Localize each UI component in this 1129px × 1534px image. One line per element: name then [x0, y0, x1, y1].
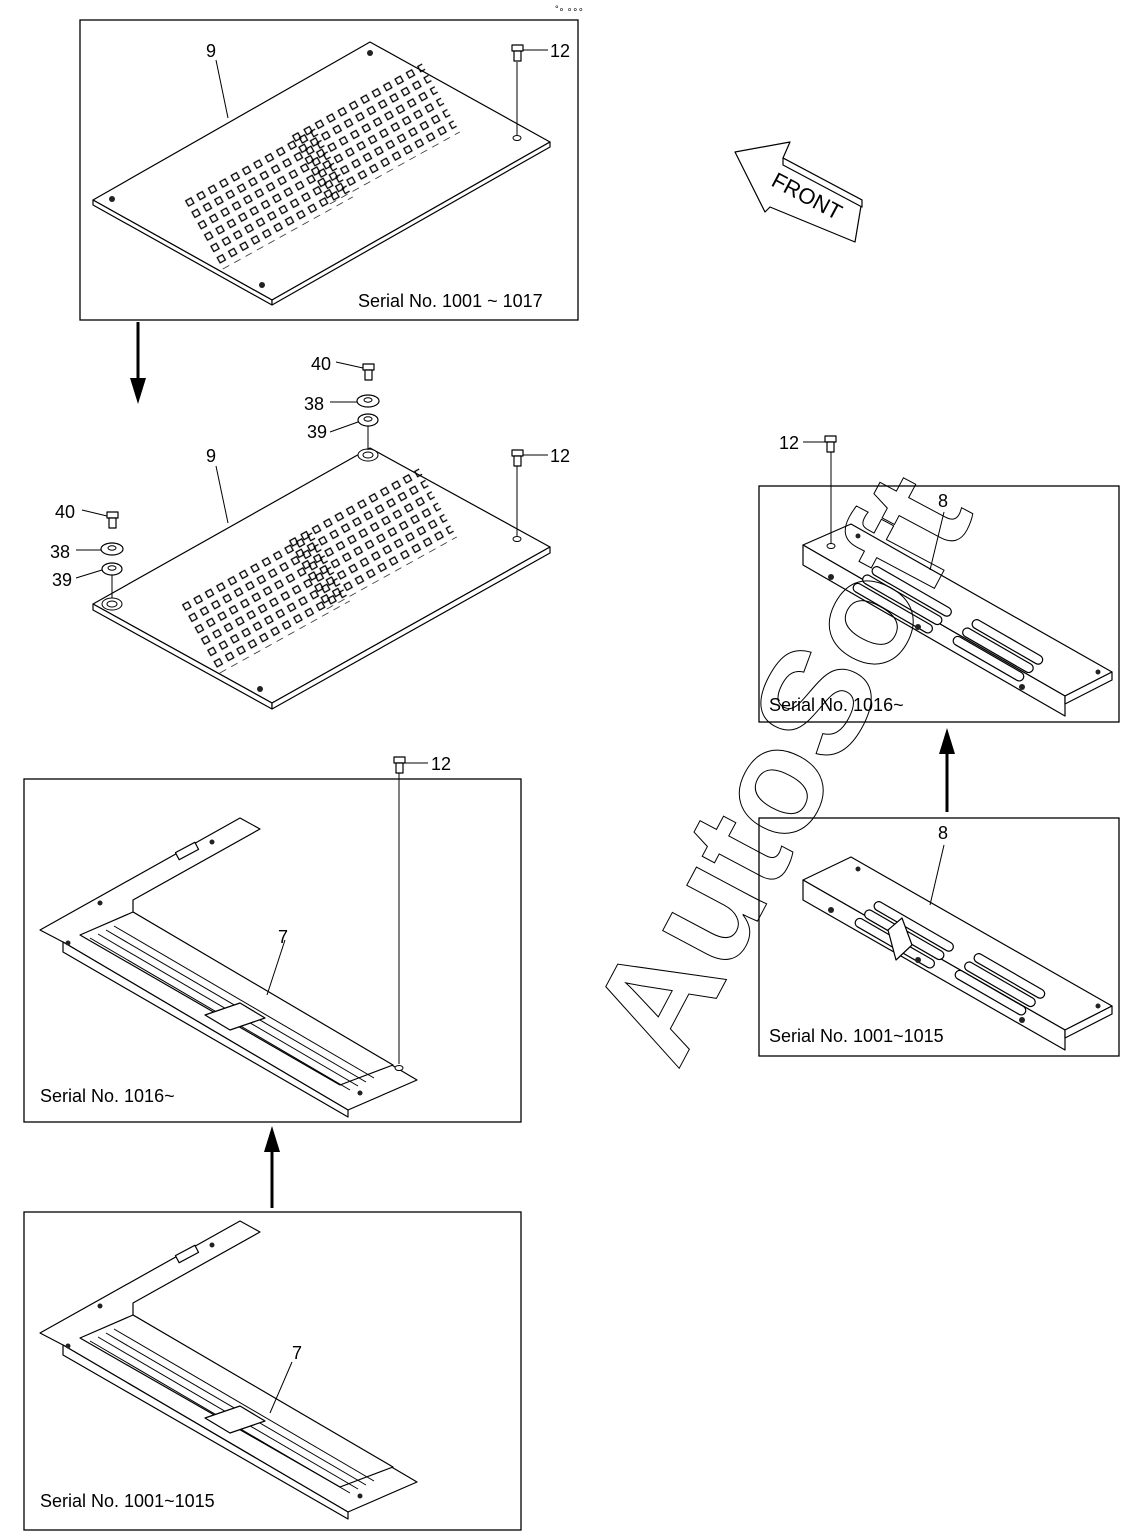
- callout-40-left: 40: [55, 502, 75, 522]
- bolt-12-top: [511, 44, 548, 135]
- callout-8-lower: 8: [938, 823, 948, 843]
- right-lower-box: 8 Serial No. 1001~1015: [758, 817, 1120, 1057]
- bolt-12-left: [393, 756, 428, 1064]
- left-upper-box: 7 Serial No. 1016~: [23, 778, 522, 1123]
- arrow-down-top-head: [130, 378, 146, 404]
- right-upper-box: 8 Serial No. 1016~: [758, 485, 1120, 723]
- arrow-up-left-head: [264, 1126, 280, 1152]
- bolt-12-right: [803, 435, 837, 544]
- bolt-12-middle: [511, 449, 548, 536]
- callout-38-right: 38: [304, 394, 324, 414]
- callout-7-lower: 7: [292, 1343, 302, 1363]
- cover-plate-top: [92, 41, 551, 306]
- rail-frame-7-lower: [39, 1220, 418, 1520]
- left-lower-box: 7 Serial No. 1001~1015: [23, 1211, 522, 1531]
- caption-left-lower: Serial No. 1001~1015: [40, 1491, 215, 1511]
- callout-12-left: 12: [431, 754, 451, 774]
- callout-39-left: 39: [52, 570, 72, 590]
- callout-12-top: 12: [550, 41, 570, 61]
- callout-12-middle: 12: [550, 446, 570, 466]
- caption-right-upper: Serial No. 1016~: [769, 695, 904, 715]
- watermark-text: AutoSoft: [557, 449, 1003, 1087]
- callout-38-left: 38: [50, 542, 70, 562]
- callout-40-right: 40: [311, 354, 331, 374]
- caption-left-upper: Serial No. 1016~: [40, 1086, 175, 1106]
- front-arrow: FRONT: [734, 141, 863, 243]
- callout-8-upper: 8: [938, 491, 948, 511]
- callout-39-right: 39: [307, 422, 327, 442]
- left-upper-frame: [23, 778, 522, 1123]
- callout-9-middle: 9: [206, 446, 216, 466]
- caption-right-lower: Serial No. 1001~1015: [769, 1026, 944, 1046]
- callout-7-upper: 7: [278, 927, 288, 947]
- callout-12-right: 12: [779, 433, 799, 453]
- cover-plate-assembled: [92, 447, 551, 710]
- top-panel-box: 9 12 Serial No. 1001 ~ 1017: [79, 19, 579, 321]
- caption-top-panel: Serial No. 1001 ~ 1017: [358, 291, 543, 311]
- top-panel-frame: [79, 19, 579, 321]
- arrow-up-right-head: [939, 728, 955, 754]
- hardware-stack-right: [329, 361, 380, 450]
- rail-frame-7-upper: [39, 817, 418, 1118]
- corner-mark: °∘ ∘∘∘: [555, 4, 584, 14]
- callout-9-top: 9: [206, 41, 216, 61]
- right-lower-frame: [758, 817, 1120, 1057]
- support-bracket-8-upper: [802, 523, 1113, 717]
- support-bracket-8-lower: [802, 856, 1113, 1051]
- right-upper-frame: [758, 485, 1120, 723]
- left-lower-frame: [23, 1211, 522, 1531]
- hardware-stack-left: [75, 509, 124, 598]
